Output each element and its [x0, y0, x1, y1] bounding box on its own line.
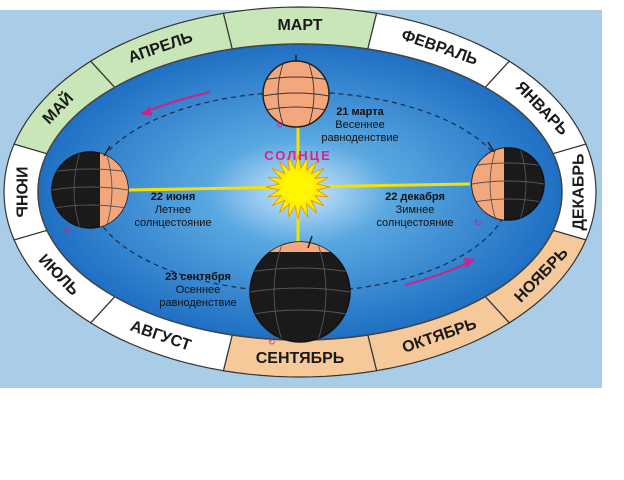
- rotation-marker-icon: ↻: [64, 226, 72, 236]
- rotation-marker-icon: ↻: [276, 120, 284, 130]
- planet-spring: [262, 55, 330, 128]
- spring-line1: Весеннее: [335, 119, 384, 131]
- winter-line1: Зимнее: [396, 204, 435, 216]
- arrow-head-icon: [140, 106, 152, 116]
- month-label: ИЮНЬ: [13, 166, 30, 217]
- summer-line1: Летнее: [155, 204, 191, 216]
- planet-autumn: [249, 235, 351, 343]
- arrow-head-icon: [464, 258, 476, 268]
- rotation-marker-icon: ↻: [268, 337, 276, 347]
- winter-date: 22 декабря: [385, 191, 445, 203]
- month-label: ДЕКАБРЬ: [571, 153, 588, 230]
- sun-icon: [265, 154, 331, 220]
- spring-date: 21 марта: [336, 106, 384, 118]
- autumn-line1: Осеннее: [176, 284, 221, 296]
- month-label: СЕНТЯБРЬ: [256, 350, 345, 367]
- autumn-date: 23 сентября: [165, 271, 231, 283]
- spring-line2: равноденствие: [321, 132, 398, 144]
- autumn-line2: равноденствие: [159, 297, 236, 309]
- summer-line2: солнцестояние: [134, 217, 211, 229]
- month-label: МАРТ: [277, 17, 322, 34]
- winter-line2: солнцестояние: [376, 217, 453, 229]
- rotation-marker-icon: ↻: [474, 218, 482, 228]
- summer-date: 22 июня: [151, 191, 196, 203]
- orbit-direction-arrow-bottom: [404, 261, 471, 286]
- sun-label: СОЛНЦЕ: [264, 148, 332, 163]
